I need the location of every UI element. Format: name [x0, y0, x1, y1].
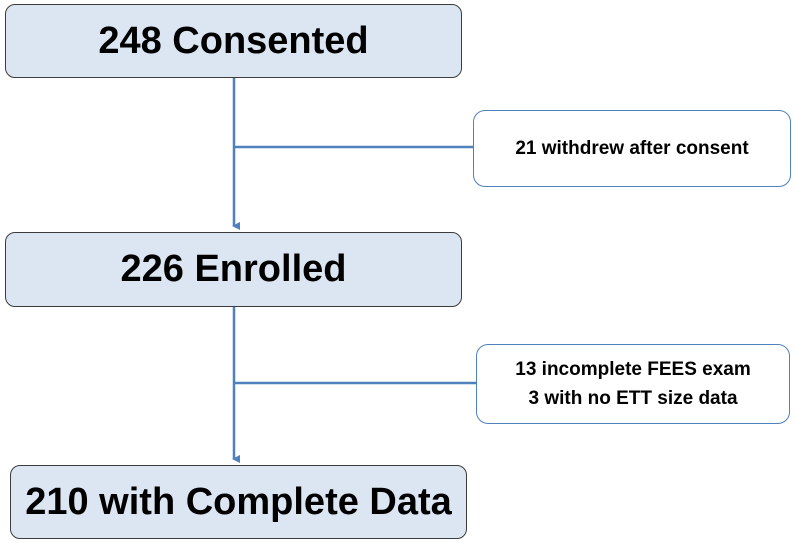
withdrew-label: 21 withdrew after consent	[515, 138, 749, 159]
no-ett-size-label: 3 with no ETT size data	[528, 388, 738, 409]
withdrew-box: 21 withdrew after consent	[473, 110, 791, 187]
complete-data-label: 210 with Complete Data	[25, 480, 452, 523]
complete-data-box: 210 with Complete Data	[10, 465, 467, 539]
enrolled-label: 226 Enrolled	[120, 248, 347, 290]
consented-label: 248 Consented	[98, 19, 369, 62]
incomplete-fees-label: 13 incomplete FEES exam	[515, 359, 751, 380]
enrolled-box: 226 Enrolled	[5, 232, 462, 307]
exclusions-box: 13 incomplete FEES exam 3 with no ETT si…	[476, 344, 790, 424]
consented-box: 248 Consented	[5, 4, 462, 78]
